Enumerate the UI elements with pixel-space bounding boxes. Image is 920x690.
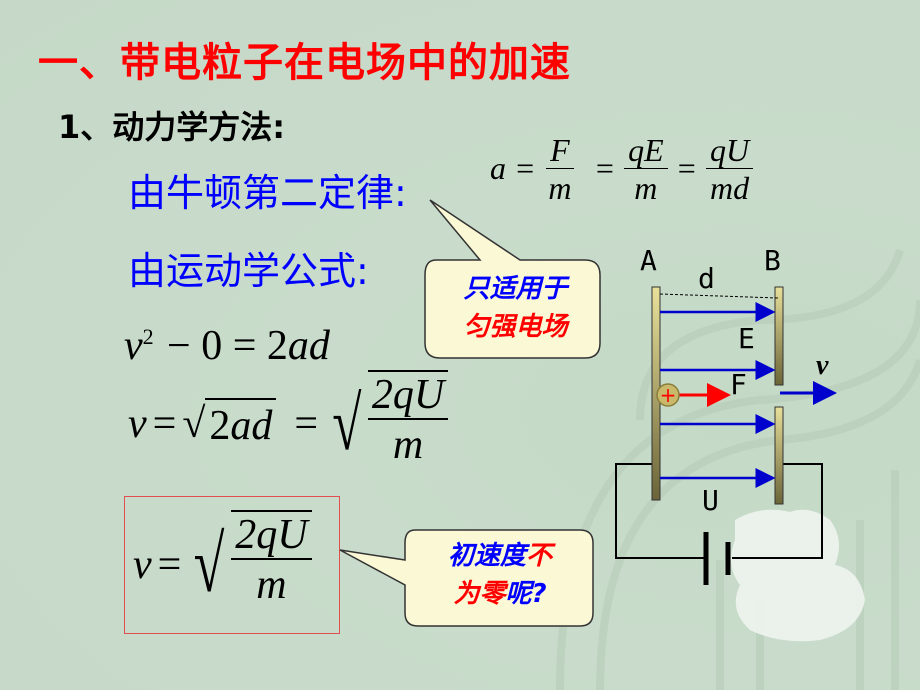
- section-heading: 1、动力学方法:: [58, 108, 286, 146]
- callout-line-1: 只适用于: [463, 274, 568, 304]
- equals-sign: =: [595, 149, 614, 186]
- callout-line-2: 匀强电场: [463, 312, 568, 342]
- symbol-ad: ad: [230, 403, 273, 450]
- positive-charge: [656, 383, 680, 407]
- denominator: m: [548, 170, 572, 207]
- callout-initial-velocity-bubble: [339, 529, 594, 627]
- equation-rest: − 0 = 2: [167, 323, 288, 369]
- equals-sign: =: [294, 401, 319, 448]
- numerator: 2qU: [231, 512, 312, 560]
- distance-line: [659, 293, 779, 299]
- numerator: qE: [624, 132, 668, 170]
- numerator: F: [546, 132, 574, 170]
- kinematics-label: 由运动学公式:: [128, 249, 369, 293]
- callout-text-blue: 初速度: [447, 541, 526, 571]
- symbol-ad: ad: [287, 323, 330, 369]
- field-label: E: [738, 322, 755, 355]
- newton-law-label: 由牛顿第二定律:: [128, 171, 407, 215]
- callout-uniform-field: 只适用于 匀强电场: [428, 270, 603, 346]
- charge-symbol: +: [660, 383, 677, 407]
- plate-b-label: B: [764, 244, 781, 277]
- force-label: F: [730, 368, 747, 401]
- voltage-label: U: [702, 484, 719, 517]
- distance-label: d: [698, 262, 715, 295]
- kinematic-equation: v2 − 0 = 2ad: [124, 320, 330, 370]
- equals-sign: =: [677, 149, 696, 186]
- callout-uniform-field-bubble: [424, 199, 601, 359]
- velocity-label: v: [816, 350, 829, 381]
- denominator: m: [392, 422, 424, 469]
- capacitor-diagram: +: [615, 286, 837, 585]
- plate-a-label: A: [640, 244, 657, 277]
- symbol-v: v: [128, 401, 147, 448]
- equals-sign: =: [157, 542, 182, 588]
- sqrt-symbol: √: [193, 520, 225, 609]
- denominator: md: [710, 170, 750, 207]
- symbol-a: a: [490, 149, 506, 186]
- coefficient: 2: [209, 403, 231, 450]
- sqrt-symbol: √: [332, 381, 362, 466]
- symbol-v: v: [133, 542, 152, 588]
- equals-sign: =: [152, 401, 177, 448]
- denominator: m: [256, 561, 287, 608]
- callout-text-blue: 呢?: [505, 579, 547, 609]
- slide-title: 一、带电粒子在电场中的加速: [38, 40, 571, 86]
- callout-initial-velocity: 初速度不 为零呢?: [405, 537, 595, 613]
- sqrt-symbol: √: [182, 401, 206, 448]
- plate-b-lower: [774, 406, 784, 505]
- exponent: 2: [142, 324, 154, 349]
- plate-b-upper: [774, 286, 784, 386]
- denominator: m: [634, 170, 658, 207]
- equals-sign: =: [516, 149, 535, 186]
- callout-text-red: 为零: [453, 579, 506, 609]
- symbol-v: v: [124, 323, 143, 369]
- numerator: 2qU: [367, 372, 449, 421]
- callout-text-red: 不: [526, 541, 553, 571]
- numerator: qU: [706, 132, 754, 170]
